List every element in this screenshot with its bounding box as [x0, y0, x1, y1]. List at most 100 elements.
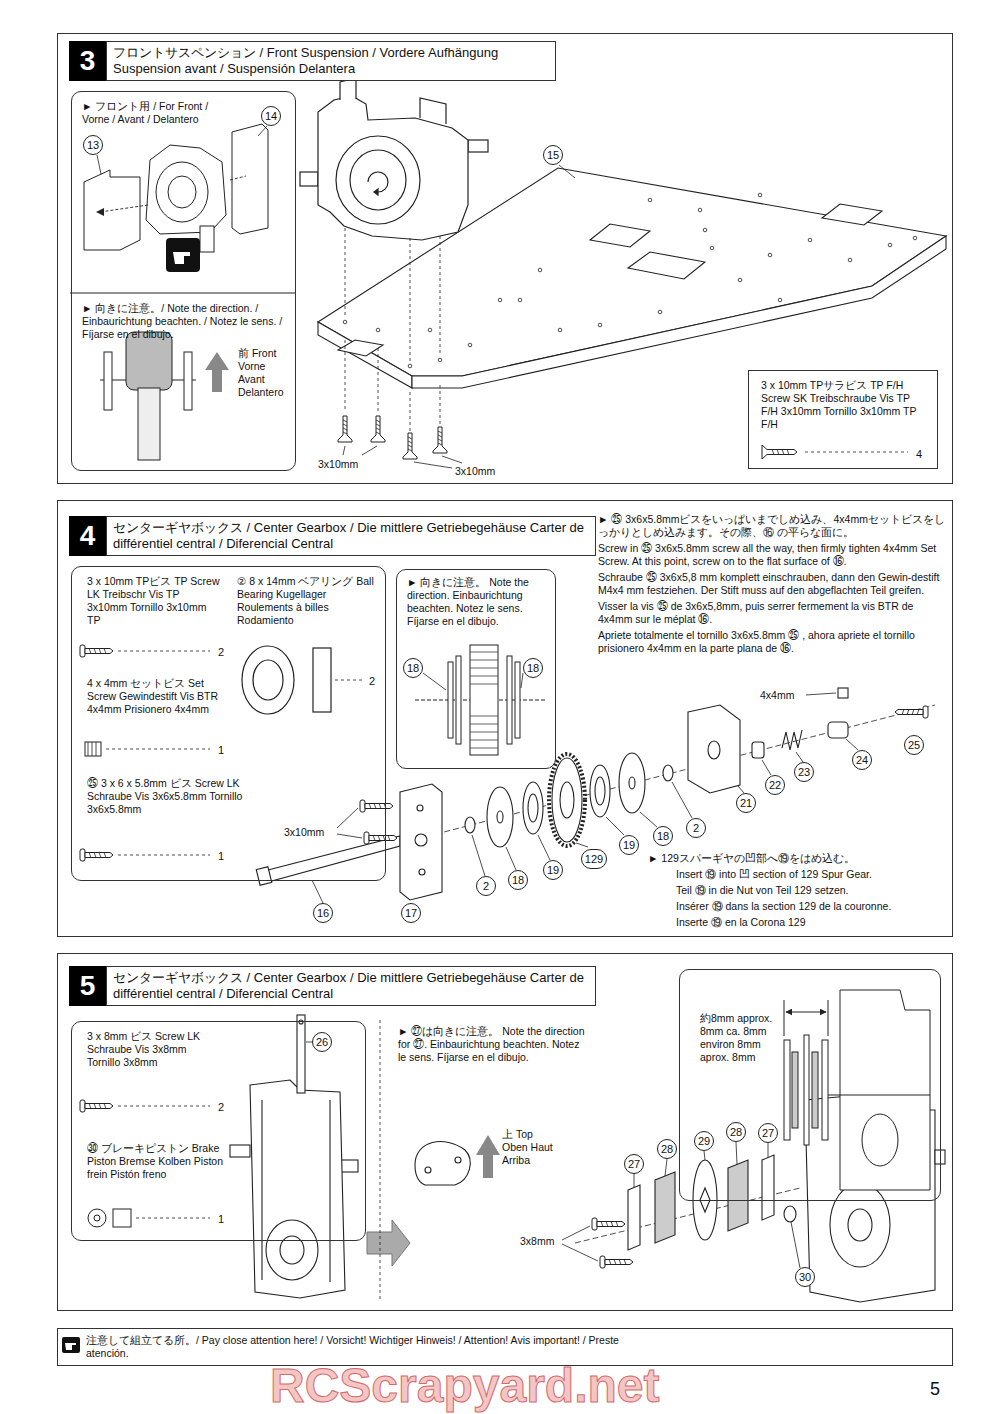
- inset-illustration: [232, 124, 268, 234]
- direction-illustration: [448, 662, 453, 738]
- note-text: Insérer ⑲ dans la section 129 de la cour…: [676, 900, 948, 913]
- callout-number: 23: [794, 762, 814, 782]
- note-text: 3x10mm: [284, 826, 324, 839]
- cam-illustration: [415, 1142, 470, 1185]
- bearing-icon: [242, 646, 331, 714]
- chassis-plate: [822, 204, 882, 225]
- brake-parts: [655, 1172, 675, 1243]
- note-text: ► ㉗は向きに注意。 Note the direction for ㉗. Ein…: [398, 1025, 588, 1064]
- leader-line: [337, 808, 358, 828]
- brake-parts: [784, 1206, 796, 1222]
- gearbox-part: [688, 705, 740, 793]
- quantity-line: [335, 680, 364, 681]
- note-text: Inserte ⑲ en la Corona 129: [676, 916, 948, 929]
- leader-line: [97, 155, 101, 174]
- callout-number: 27: [624, 1154, 644, 1174]
- direction-illustration: [126, 332, 172, 390]
- quantity-line: [118, 651, 210, 652]
- attention-hand-icon: [173, 252, 190, 264]
- dimension-illustration: [812, 1052, 818, 1128]
- callout-number: 24: [852, 750, 872, 770]
- note-text: 3x10mm: [455, 465, 495, 478]
- gearbox-part: [590, 765, 610, 817]
- gearbox-illustration: [230, 1015, 358, 1298]
- plate-holes: [758, 193, 762, 197]
- dimension-illustration: [840, 990, 930, 1190]
- guide-line: [378, 348, 379, 412]
- inset-box: 約8mm approx. 8mm ca. 8mm environ 8mm apr…: [679, 969, 941, 1201]
- note-text: 3x8mm: [520, 1235, 554, 1248]
- plate-holes: [498, 298, 502, 302]
- arrow-head: [96, 208, 104, 216]
- guide-line: [230, 176, 246, 180]
- step-title: センターギヤボックス / Center Gearbox / Die mittle…: [106, 966, 596, 1006]
- gearbox-illustration: [300, 78, 488, 240]
- dimension-illustration: [822, 1040, 828, 1140]
- leader-line: [538, 835, 550, 860]
- cam-illustration: [415, 1142, 470, 1185]
- leader-line: [665, 1159, 667, 1176]
- callout-number: 25: [904, 735, 924, 755]
- leader-line: [562, 1142, 800, 1268]
- guide-line: [100, 176, 246, 212]
- screw-icon: [80, 645, 113, 657]
- gearbox-part: [629, 777, 635, 789]
- leader-line: [634, 1174, 635, 1187]
- leader-line: [736, 1142, 737, 1164]
- cam-illustration: [425, 1167, 431, 1173]
- leader-line: [640, 812, 657, 827]
- part-text: ㉚ ブレーキピストン Brake Piston Bremse Kolben Pi…: [87, 1142, 227, 1181]
- step-number: 4: [69, 516, 106, 556]
- leader-line: [423, 673, 523, 690]
- leader-line: [506, 847, 516, 870]
- gearbox-illustration: [266, 1220, 318, 1280]
- page-number: 5: [930, 1378, 940, 1400]
- quantity-line: [106, 749, 210, 750]
- direction-illustration: [470, 652, 498, 748]
- leader-line: [258, 126, 267, 136]
- gearbox-part: [415, 834, 427, 846]
- brake-parts: [693, 1160, 717, 1240]
- note-text: Visser la vis ㉕ de 3x6x5,8mm, puis serre…: [598, 600, 950, 626]
- quantity: 1: [217, 1213, 225, 1226]
- screw-illustration: [338, 416, 352, 442]
- direction-illustration: [470, 645, 498, 755]
- step-panel: 3フロントサスペンション / Front Suspension / Vorder…: [57, 33, 953, 484]
- plate-holes: [778, 298, 782, 302]
- dimension-illustration: [804, 1035, 809, 1145]
- leader-line: [423, 673, 446, 690]
- plate-holes: [888, 243, 892, 247]
- plate-holes: [648, 198, 652, 202]
- brake-parts: [830, 1183, 890, 1267]
- gearbox-part: [465, 817, 475, 833]
- note-text: ► 129スパーギヤの凹部へ⑲をはめ込む。: [648, 852, 948, 865]
- screw-illustration: [433, 427, 447, 453]
- plate-holes: [428, 328, 432, 332]
- guide-line: [410, 238, 411, 362]
- dimension-illustration: [792, 1052, 798, 1128]
- piston-icon: [113, 1209, 131, 1227]
- callout-number: 30: [795, 1267, 815, 1287]
- leader-line: [576, 843, 588, 847]
- leader-line: [672, 782, 692, 818]
- gearbox-part: [752, 742, 764, 758]
- gearbox-part: [552, 758, 582, 842]
- plate-holes: [913, 236, 917, 240]
- part-text: 注意して組立てる所。/ Pay close attention here! / …: [86, 1334, 646, 1360]
- screw-illustration: [895, 706, 928, 718]
- leader-line: [762, 760, 771, 775]
- gearbox-illustration: [340, 78, 356, 100]
- brake-parts: [628, 1185, 640, 1250]
- leader-line: [562, 1226, 590, 1240]
- direction-arrow: [476, 1135, 500, 1178]
- screw-icon: [80, 645, 113, 657]
- direction-illustration: [104, 352, 112, 410]
- part-text: 3 x 10mm TPビス TP Screw LK Treibschr Vis …: [87, 575, 222, 627]
- screw-icon: [762, 445, 797, 459]
- callout-number: 2: [686, 818, 706, 838]
- screw-illustration: [360, 706, 928, 844]
- brake-parts: [848, 1209, 872, 1241]
- leader-line: [791, 1222, 800, 1268]
- leader-line: [704, 1151, 705, 1160]
- screw-illustration: [371, 416, 385, 442]
